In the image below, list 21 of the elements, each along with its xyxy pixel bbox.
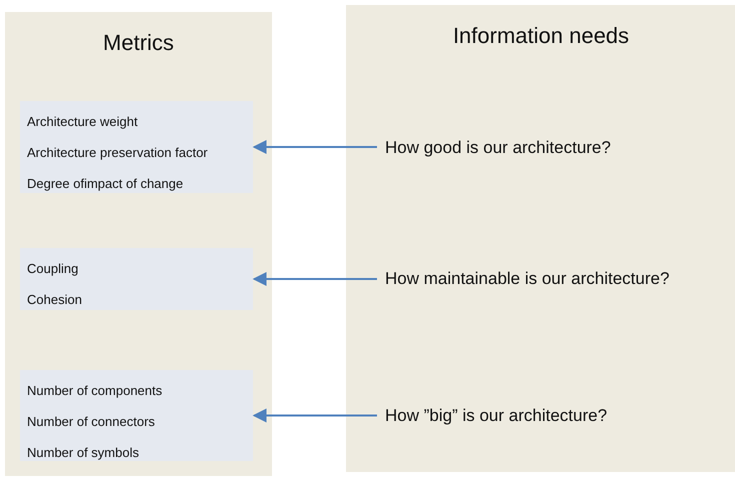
question-text: How maintainable is our architecture? [385, 269, 670, 289]
metric-label: Architecture weight [27, 114, 138, 130]
panel-title: Information needs [452, 23, 630, 49]
arrow [252, 408, 377, 422]
metric-group-box [20, 370, 253, 461]
question-text: How good is our architecture? [385, 138, 611, 158]
metric-label: Number of symbols [27, 445, 139, 461]
metric-label: Coupling [27, 261, 78, 277]
panel-background [5, 12, 272, 476]
metric-group-box [20, 101, 253, 193]
metric-label: Number of connectors [27, 414, 155, 430]
panel-title: Metrics [102, 30, 175, 56]
arrow [252, 272, 377, 286]
metric-label: Cohesion [27, 292, 82, 308]
metric-label: Number of components [27, 383, 162, 399]
metric-label: Degree ofimpact of change [27, 176, 184, 192]
metric-label: Architecture preservation factor [27, 145, 208, 161]
arrow [252, 140, 377, 154]
panel-background [346, 5, 735, 472]
question-text: How ”big” is our architecture? [385, 406, 608, 426]
metric-group-box [20, 248, 253, 310]
